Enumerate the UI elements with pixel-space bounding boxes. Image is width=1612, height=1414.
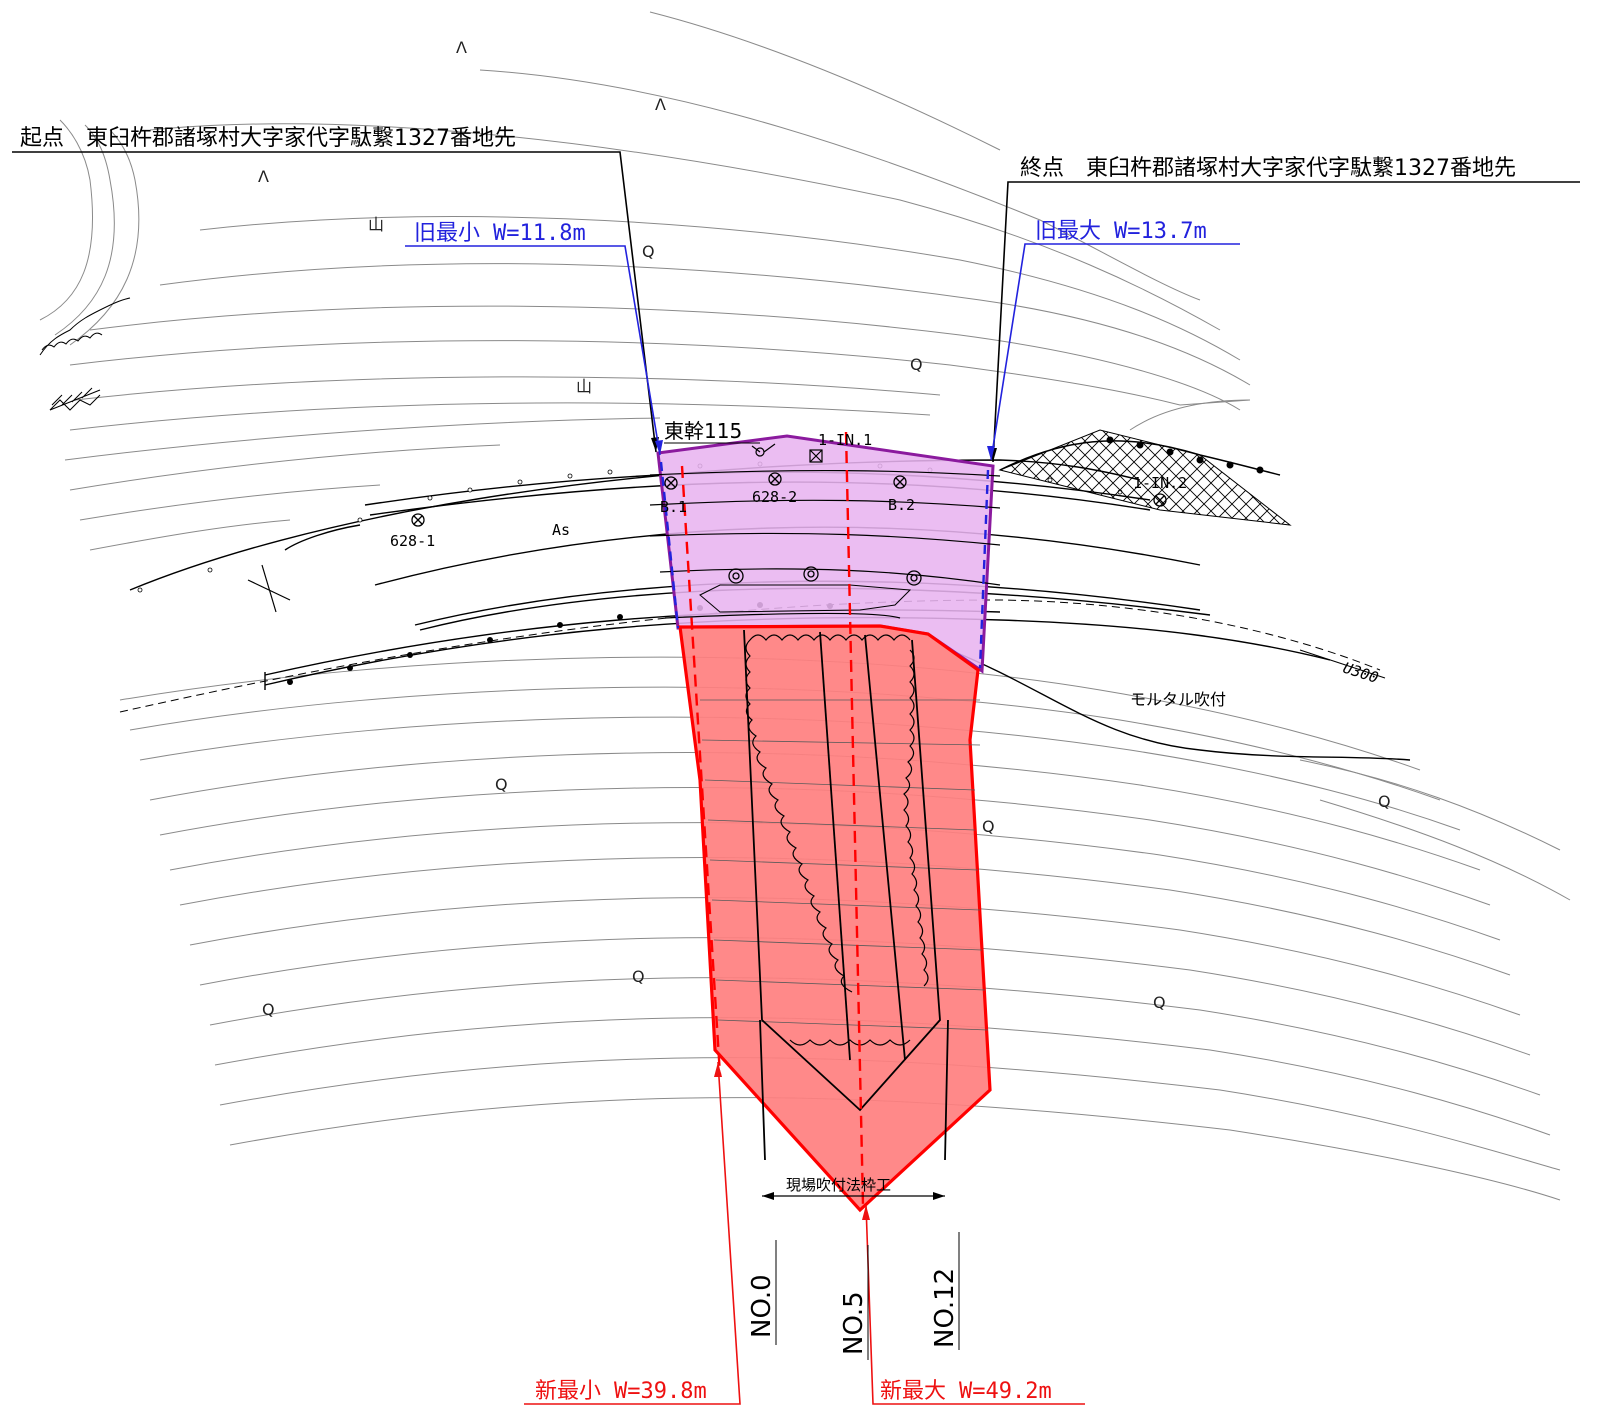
- retaining-edge: [999, 440, 1281, 476]
- inlet-2-label: 1-IN.2: [1133, 474, 1187, 492]
- road-lines-overlay: [649, 469, 1001, 619]
- old-max-leader: [990, 243, 1240, 461]
- svg-text:旧最小 W=11.8m: 旧最小 W=11.8m: [414, 221, 586, 246]
- parcel-628-1-label: 628-1: [390, 532, 435, 550]
- broadleaf-symbol: Q: [1153, 993, 1166, 1012]
- framework-label: 現場吹付法枠工: [786, 1176, 891, 1194]
- svg-text:新最大 W=49.2m: 新最大 W=49.2m: [880, 1379, 1052, 1404]
- old-min-width-label: 旧最小 W=11.8m: [414, 221, 586, 246]
- broadleaf-symbol: Q: [262, 1000, 275, 1019]
- inlet-1-label: 1-IN.1: [818, 431, 872, 449]
- old-max-prefix: 旧最大: [1035, 219, 1101, 244]
- inlet-symbol: [809, 449, 823, 463]
- new-max-width-label: 新最大 W=49.2m: [880, 1379, 1052, 1404]
- hydrant-symbol: [751, 443, 776, 457]
- b1-label: B.1: [660, 498, 687, 516]
- start-point-leader: [12, 151, 657, 453]
- new-max-prefix: 新最大: [880, 1379, 946, 1404]
- svg-text:旧最大 W=13.7m: 旧最大 W=13.7m: [1035, 219, 1207, 244]
- contours-upper: [39, 11, 1251, 551]
- new-min-value: W=39.8m: [614, 1379, 707, 1404]
- end-point-leader: [992, 181, 1580, 463]
- framework-dim-arrow-left: [762, 1192, 774, 1200]
- end-point-label: 終点 東臼杵郡諸塚村大字家代字駄繋1327番地先: [1020, 156, 1516, 181]
- grass-symbol: Λ: [258, 167, 269, 186]
- new-range-area: [678, 624, 992, 1213]
- manhole-symbols: [411, 472, 1167, 527]
- fence-symbol: [39, 297, 131, 411]
- mortar-label: モルタル吹付: [1130, 690, 1226, 709]
- grass-symbol: Λ: [456, 38, 467, 57]
- new-min-leader: [524, 1061, 741, 1405]
- pole-platform-outline: [699, 584, 912, 613]
- asphalt-label: As: [552, 521, 570, 539]
- survey-cross: [247, 564, 291, 613]
- new-min-width-label: 新最小 W=39.8m: [535, 1379, 707, 1404]
- new-min-arrowhead: [714, 1062, 722, 1077]
- station-no-0: NO.0: [747, 1274, 777, 1338]
- crosshatch-embankment: [998, 429, 1292, 526]
- station-no-5: NO.5: [839, 1291, 869, 1355]
- old-max-value: W=13.7m: [1114, 219, 1207, 244]
- scalloped-erosion: [745, 634, 929, 1046]
- framework-dim-arrow-right: [933, 1192, 945, 1200]
- broadleaf-symbol: Q: [982, 817, 995, 836]
- upper-right-scarp: [1129, 399, 1251, 431]
- shrub-symbol: 山: [368, 215, 384, 234]
- old-min-value: W=11.8m: [493, 221, 586, 246]
- slope-frame: [743, 629, 949, 1161]
- broadleaf-symbol: Q: [910, 355, 923, 374]
- grass-symbol: Λ: [655, 95, 666, 114]
- vegetation-symbols: Λ Λ Λ 山 山 Q Q Q Q Q Q Q Q: [258, 38, 1391, 1019]
- old-boundary-dashes: [659, 461, 990, 669]
- new-max-leader: [865, 1204, 1085, 1405]
- station-no-12: NO.12: [930, 1268, 960, 1348]
- broadleaf-symbol: Q: [642, 242, 655, 261]
- new-max-value: W=49.2m: [959, 1379, 1052, 1404]
- pole-label: 東幹115: [664, 419, 742, 443]
- u300-label: U300: [1341, 659, 1381, 687]
- start-point-label: 起点 東臼杵郡諸塚村大字家代字駄繋1327番地先: [20, 126, 516, 151]
- new-max-arrowhead: [862, 1205, 870, 1220]
- broadleaf-symbol: Q: [632, 967, 645, 986]
- b2-label: B.2: [888, 496, 915, 514]
- broadleaf-symbol: Q: [1378, 792, 1391, 811]
- old-min-arrowhead: [655, 440, 663, 455]
- shrub-symbol: 山: [576, 377, 592, 396]
- pole-symbols: [728, 566, 922, 586]
- old-min-leader: [405, 245, 661, 456]
- parcel-628-2-label: 628-2: [752, 488, 797, 506]
- new-min-prefix: 新最小: [535, 1379, 601, 1404]
- u300-leader: [1299, 649, 1386, 679]
- old-max-width-label: 旧最大 W=13.7m: [1035, 219, 1207, 244]
- old-max-arrowhead: [987, 446, 995, 460]
- svg-text:新最小 W=39.8m: 新最小 W=39.8m: [535, 1379, 707, 1404]
- retaining-dots: [1106, 436, 1264, 474]
- old-min-prefix: 旧最小: [414, 221, 480, 246]
- station-dashes: [680, 431, 865, 1206]
- broadleaf-symbol: Q: [495, 775, 508, 794]
